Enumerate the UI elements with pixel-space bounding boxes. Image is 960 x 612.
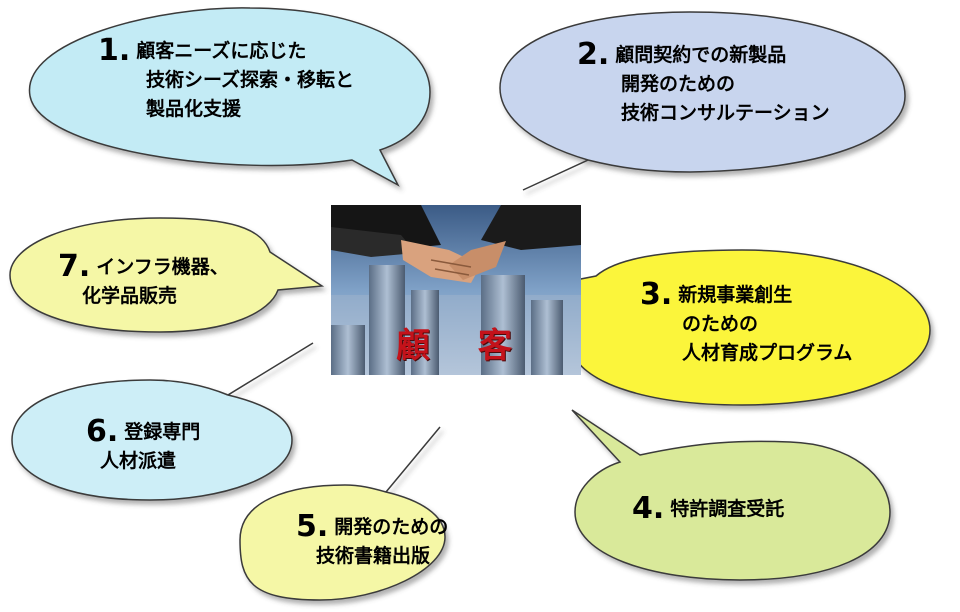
- bubble-4-number: 4.: [632, 491, 665, 526]
- bubble-5-number: 5.: [296, 509, 329, 544]
- bubble-7-line-1: 7.インフラ機器、: [58, 249, 229, 284]
- bubble-1-line-3: 製品化支援: [146, 98, 242, 120]
- bubble-3-text: 3.新規事業創生 のための 人材育成プログラム: [640, 280, 852, 368]
- bubble-2-line-2: 開発のための: [621, 73, 736, 95]
- bubble-6-shape: [11, 342, 314, 501]
- bubble-5-line-2: 技術書籍出版: [316, 545, 431, 567]
- bubble-5-line-1: 5.開発のための: [296, 509, 449, 544]
- bubble-1-line-1: 1.顧客ニーズに応じた: [98, 33, 307, 68]
- bubble-1-number: 1.: [98, 33, 131, 68]
- bubble-2-line-3: 技術コンサルテーション: [621, 102, 830, 124]
- bubble-4-shape: [571, 409, 891, 581]
- bubble-6-text: 6.登録専門 人材派遣: [86, 417, 200, 476]
- handshake-image-icon: [331, 205, 581, 375]
- bubble-4-line-1: 4.特許調査受託: [632, 491, 785, 526]
- bubble-6-number: 6.: [86, 414, 119, 449]
- bubble-1-text: 1.顧客ニーズに応じた 技術シーズ探索・移転と 製品化支援: [98, 36, 354, 124]
- handshake-photo: [331, 205, 581, 375]
- bubble-2-text: 2.顧問契約での新製品 開発のための 技術コンサルテーション: [577, 40, 830, 128]
- bubble-3-number: 3.: [640, 277, 673, 312]
- bubble-5-shape: [239, 426, 446, 601]
- bubble-6-line-1: 6.登録専門: [86, 414, 201, 449]
- bubble-2-number: 2.: [577, 37, 610, 72]
- bubble-1-shape: [28, 7, 431, 187]
- bubble-2-line-1: 2.顧問契約での新製品: [577, 37, 787, 72]
- bubble-7-text: 7.インフラ機器、 化学品販売: [58, 252, 229, 311]
- bubble-2-shape: [499, 11, 906, 191]
- bubble-1-line-2: 技術シーズ探索・移転と: [146, 69, 355, 91]
- bubble-3-line-1: 3.新規事業創生: [640, 277, 793, 312]
- center-label: 顧 客: [396, 326, 530, 366]
- bubble-7-number: 7.: [58, 249, 91, 284]
- bubble-6-line-2: 人材派遣: [100, 450, 177, 472]
- bubble-3-line-3: 人材育成プログラム: [682, 342, 853, 364]
- bubble-3-shape: [548, 249, 931, 406]
- bubble-3-line-2: のための: [682, 313, 759, 335]
- bubble-7-line-2: 化学品販売: [82, 285, 178, 307]
- bubble-5-text: 5.開発のための 技術書籍出版: [296, 512, 448, 571]
- bubble-4-text: 4.特許調査受託: [632, 494, 784, 524]
- bubble-7-shape: [9, 217, 325, 333]
